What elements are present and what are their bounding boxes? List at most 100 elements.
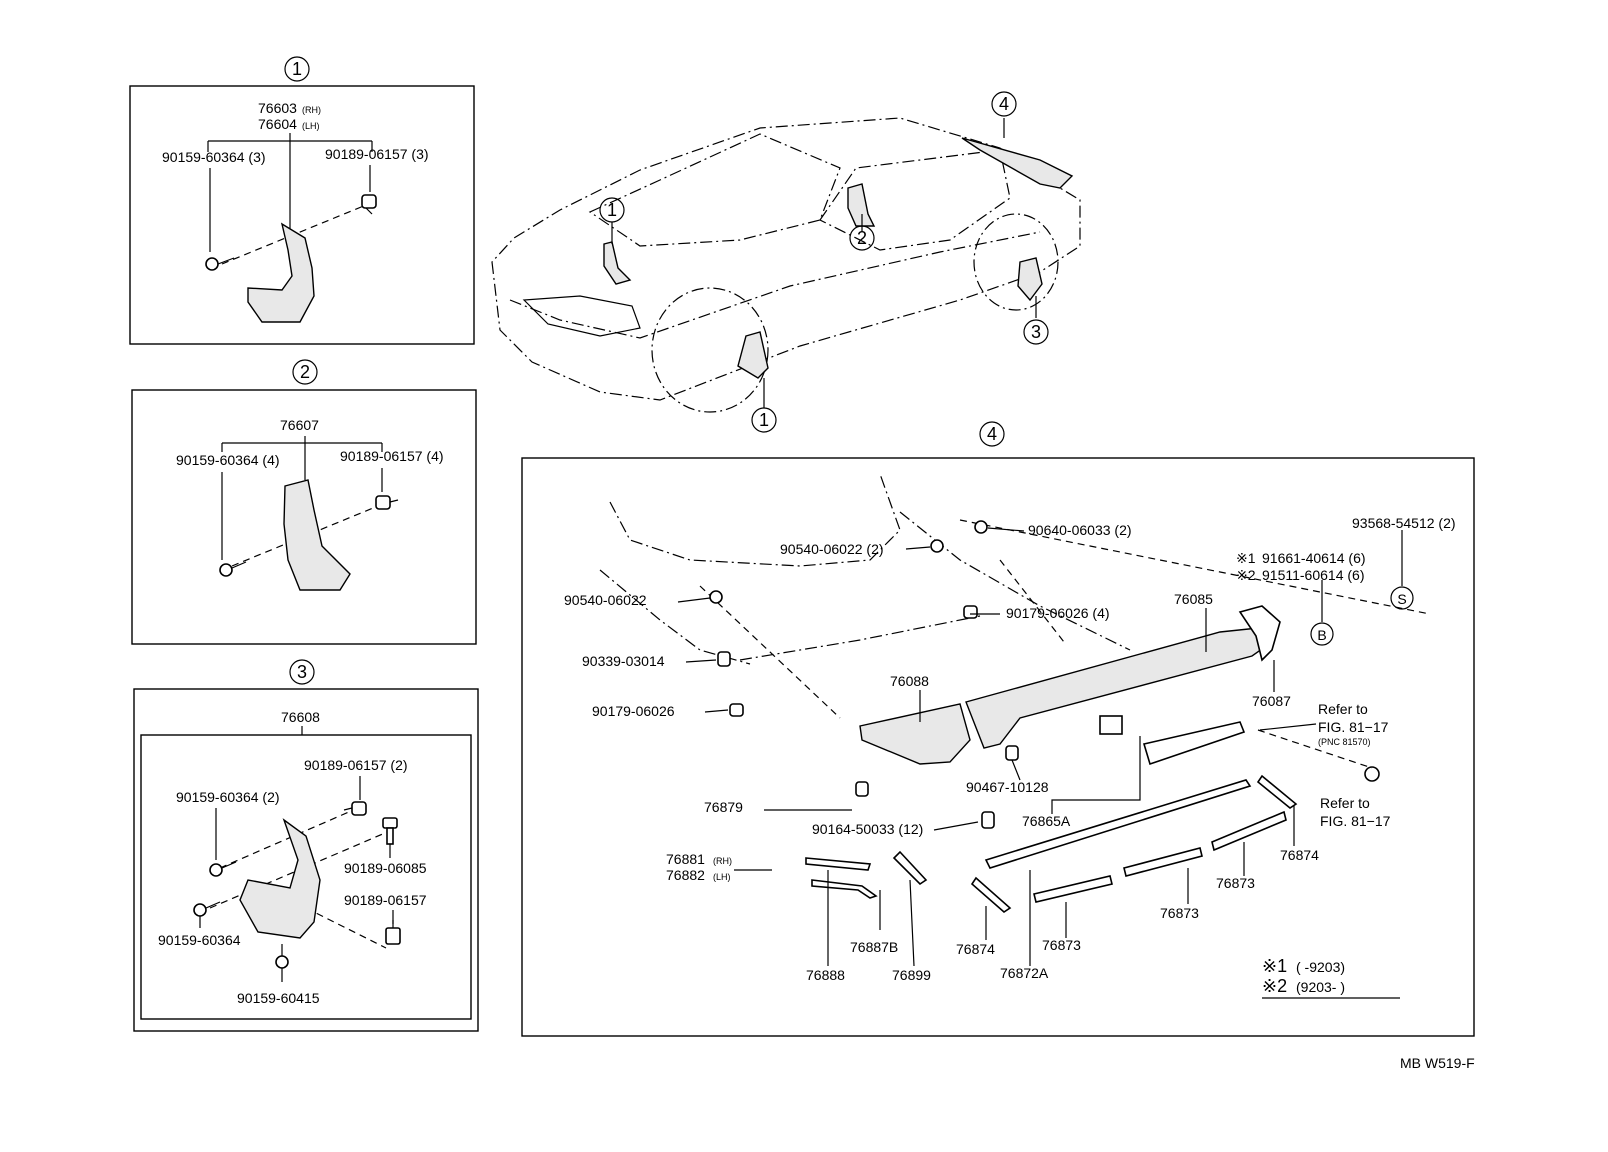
legend-range-2: (9203- ) [1296,979,1345,995]
label-76873-middle: 76873 [1160,905,1199,921]
molding-76873-right [1211,810,1287,852]
label-76874-right: 76874 [1280,847,1319,863]
mudguard-center-overview [847,183,876,227]
mudguard-front-overview-2 [737,331,769,379]
screw-icon-p3-c [275,944,289,969]
nut-90540-06022 [709,590,723,604]
molding-76874-left [970,876,1012,914]
label-76881: 76881 [666,851,705,867]
mudguard-center [283,479,351,591]
trunk-outline [609,473,1131,651]
screw-refer-fig [1364,766,1380,782]
molding-76872A [984,779,1252,869]
car-overview: 1 2 3 4 1 [491,91,1081,433]
label-76872A: 76872A [1000,965,1049,981]
clip-label-p2: 90189-06157 (4) [340,448,444,464]
label-76882: 76882 [666,867,705,883]
label-mark-1: ※1 [1236,550,1256,566]
panel-4-frame [521,457,1475,1037]
label-90540-06022: 90540-06022 [564,592,647,608]
label-90164-50033-12: 90164-50033 (12) [812,821,923,837]
molding-76887B [811,879,878,899]
legend-mark-1: ※1 [1262,956,1287,976]
mounting-axes [699,519,1431,719]
label-mark-2: ※2 [1236,567,1256,583]
panel-2-index: 2 [300,362,310,382]
clip-icon-p3-a [343,801,367,816]
car-windshield [588,133,841,247]
label-76874-left: 76874 [956,941,995,957]
label-76873-left: 76873 [1042,937,1081,953]
mudguard-front-overview-1 [603,241,632,285]
mudguard-rear-overview [1017,257,1043,302]
panel-3: 3 76608 90159-60364 (2) 90189-06157 (2) … [133,659,479,1032]
rear-spoiler-overview [961,137,1074,189]
panel-3-index: 3 [297,662,307,682]
clip-icon-p3-b [385,920,401,945]
callout-2: 2 [857,228,867,248]
diagram-code: MB W519-F [1400,1055,1475,1071]
legend-range-1: ( -9203) [1296,959,1345,975]
mudguard-rear [239,818,321,939]
label-pnc-81570: (PNC 81570) [1318,737,1371,747]
clip-label-p3-a: 90189-06157 (2) [304,757,408,773]
car-rear-wheel [973,213,1059,311]
label-90179-06026: 90179-06026 [592,703,675,719]
screw-label-p1: 90159-60364 (3) [162,149,266,165]
part-number-76604: 76604 [258,116,297,132]
label-90540-06022-2: 90540-06022 (2) [780,541,884,557]
clip-76879 [855,781,869,797]
callout-1b: 1 [759,410,769,430]
label-76873-right: 76873 [1216,875,1255,891]
trunk-edge [599,569,981,665]
label-76088: 76088 [890,673,929,689]
label-76887B: 76887B [850,939,898,955]
panel-1-index-circle [284,56,310,82]
clip-90179-06026-4 [963,605,978,619]
label-refer-to-b: Refer to [1320,795,1370,811]
label-76888: 76888 [806,967,845,983]
panel-1-frame [129,85,475,345]
nut-90467-10128 [1005,745,1019,761]
pin-icon-p3 [382,817,398,845]
side-lh: (LH) [302,121,320,131]
symbol-s-circle [1390,586,1414,610]
nut-90164-50033 [981,811,995,829]
screw-label-p2: 90159-60364 (4) [176,452,280,468]
callout-circle-1a [599,197,625,223]
label-90339-03014: 90339-03014 [582,653,665,669]
label-93568-54512-2: 93568-54512 (2) [1352,515,1456,531]
panel-2-leader-bracket [221,436,383,480]
molding-76873-middle [1123,847,1203,877]
panel-1-leader-bracket [207,133,373,230]
label-76087: 76087 [1252,693,1291,709]
clip-label-p3-b: 90189-06157 [344,892,427,908]
screw-label-p3-b: 90159-60364 [158,932,241,948]
part-number-76608: 76608 [281,709,320,725]
label-fig-81-17-a: FIG. 81−17 [1318,719,1389,735]
screw-icon-p1 [205,257,235,271]
callout-4: 4 [999,94,1009,114]
side-rh: (RH) [302,105,321,115]
date-legend: ※1 ( -9203) ※2 (9203- ) [1262,956,1400,999]
nut-90640-06033 [974,520,988,534]
panel-4-index: 4 [987,424,997,444]
spoiler-cap-76088 [859,703,971,765]
symbol-b: B [1317,627,1326,643]
panel-2-frame [131,389,477,645]
panel-4-index-circle [979,421,1005,447]
bracket-76865A [1099,715,1123,735]
label-90640-06033-2: 90640-06033 (2) [1028,522,1132,538]
panel-3-index-circle [289,659,315,685]
symbol-b-circle [1310,622,1334,646]
panel-2-index-circle [292,359,318,385]
molding-76874-right [1256,774,1298,809]
assembly-axis-p3-c [305,907,387,949]
panel-2: 2 76607 90159-60364 (4) 90189-06157 (4) [131,359,477,645]
molding-76899 [892,850,928,886]
panel-1-index: 1 [292,59,302,79]
car-headlamp [522,295,641,337]
clip-label-p1: 90189-06157 (3) [325,146,429,162]
label-76085: 76085 [1174,591,1213,607]
screw-icon-p3-b [193,901,221,917]
